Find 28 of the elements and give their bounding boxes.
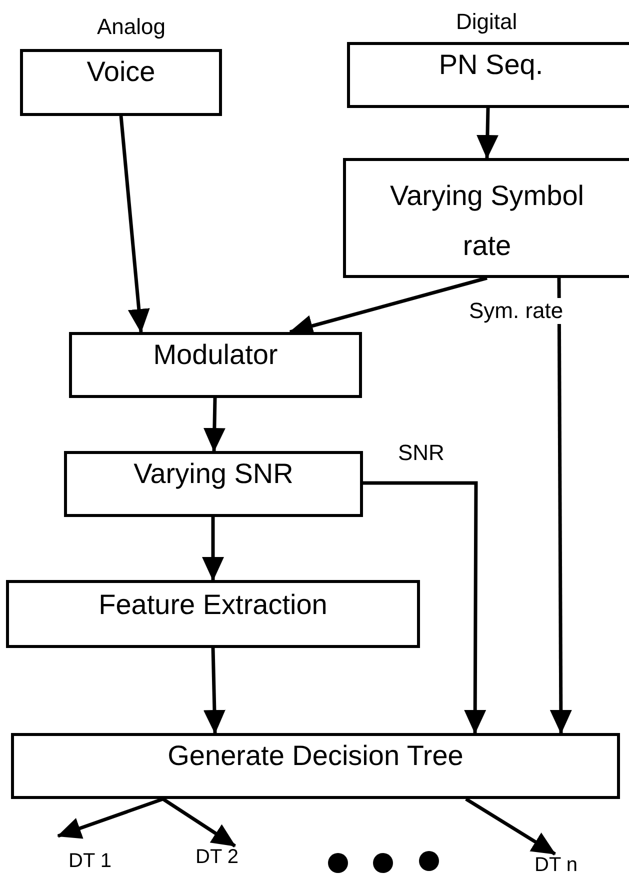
arrow <box>119 116 150 333</box>
process-box <box>69 332 362 398</box>
arrow <box>57 797 164 839</box>
arrow <box>203 398 226 452</box>
category-heading: Analog <box>97 14 166 40</box>
output-label: DT 1 <box>58 850 122 878</box>
box-label: PN Seq. <box>438 49 544 81</box>
edge-label: Sym. rate <box>467 298 566 324</box>
box-label: Voice <box>86 56 156 88</box>
process-box <box>64 451 363 517</box>
output-label: DT 2 <box>185 846 249 874</box>
arrow <box>550 278 572 734</box>
arrow <box>202 517 224 581</box>
output-label: DT n <box>524 854 588 882</box>
process-box <box>11 733 620 799</box>
process-box <box>6 580 420 648</box>
box-label: Generate Decision Tree <box>166 740 464 772</box>
box-label: Varying SNR <box>132 458 294 490</box>
arrow <box>203 648 226 734</box>
arrow <box>465 798 556 856</box>
box-label: Modulator <box>152 339 279 371</box>
category-heading: Digital <box>456 9 518 35</box>
arrow <box>363 481 486 734</box>
box-label: Feature Extraction <box>98 589 328 621</box>
arrow <box>162 798 236 848</box>
arrow <box>476 108 498 159</box>
process-box <box>343 158 629 278</box>
box-label: Varying Symbol rate <box>388 179 585 263</box>
